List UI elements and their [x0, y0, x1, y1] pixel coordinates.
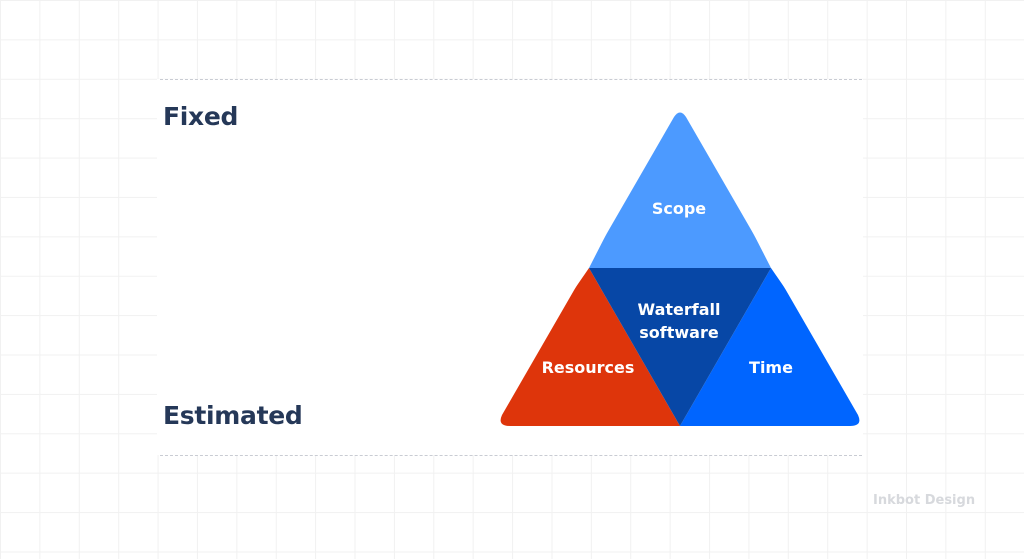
- scope-label: Scope: [652, 199, 706, 218]
- bottom-dashed-divider: [160, 455, 862, 456]
- top-dashed-divider: [160, 79, 862, 80]
- resources-label: Resources: [542, 358, 635, 377]
- estimated-label: Estimated: [163, 401, 303, 430]
- scope-segment: [589, 112, 771, 268]
- fixed-label: Fixed: [163, 102, 239, 131]
- time-label: Time: [749, 358, 793, 377]
- resources-segment: [500, 268, 680, 426]
- inkbot-design-watermark: Inkbot Design: [873, 493, 976, 508]
- waterfall-label-line1: Waterfall: [638, 300, 721, 319]
- waterfall-label-line2: software: [639, 323, 719, 342]
- waterfall-software-segment: [589, 268, 771, 426]
- time-segment: [680, 268, 860, 426]
